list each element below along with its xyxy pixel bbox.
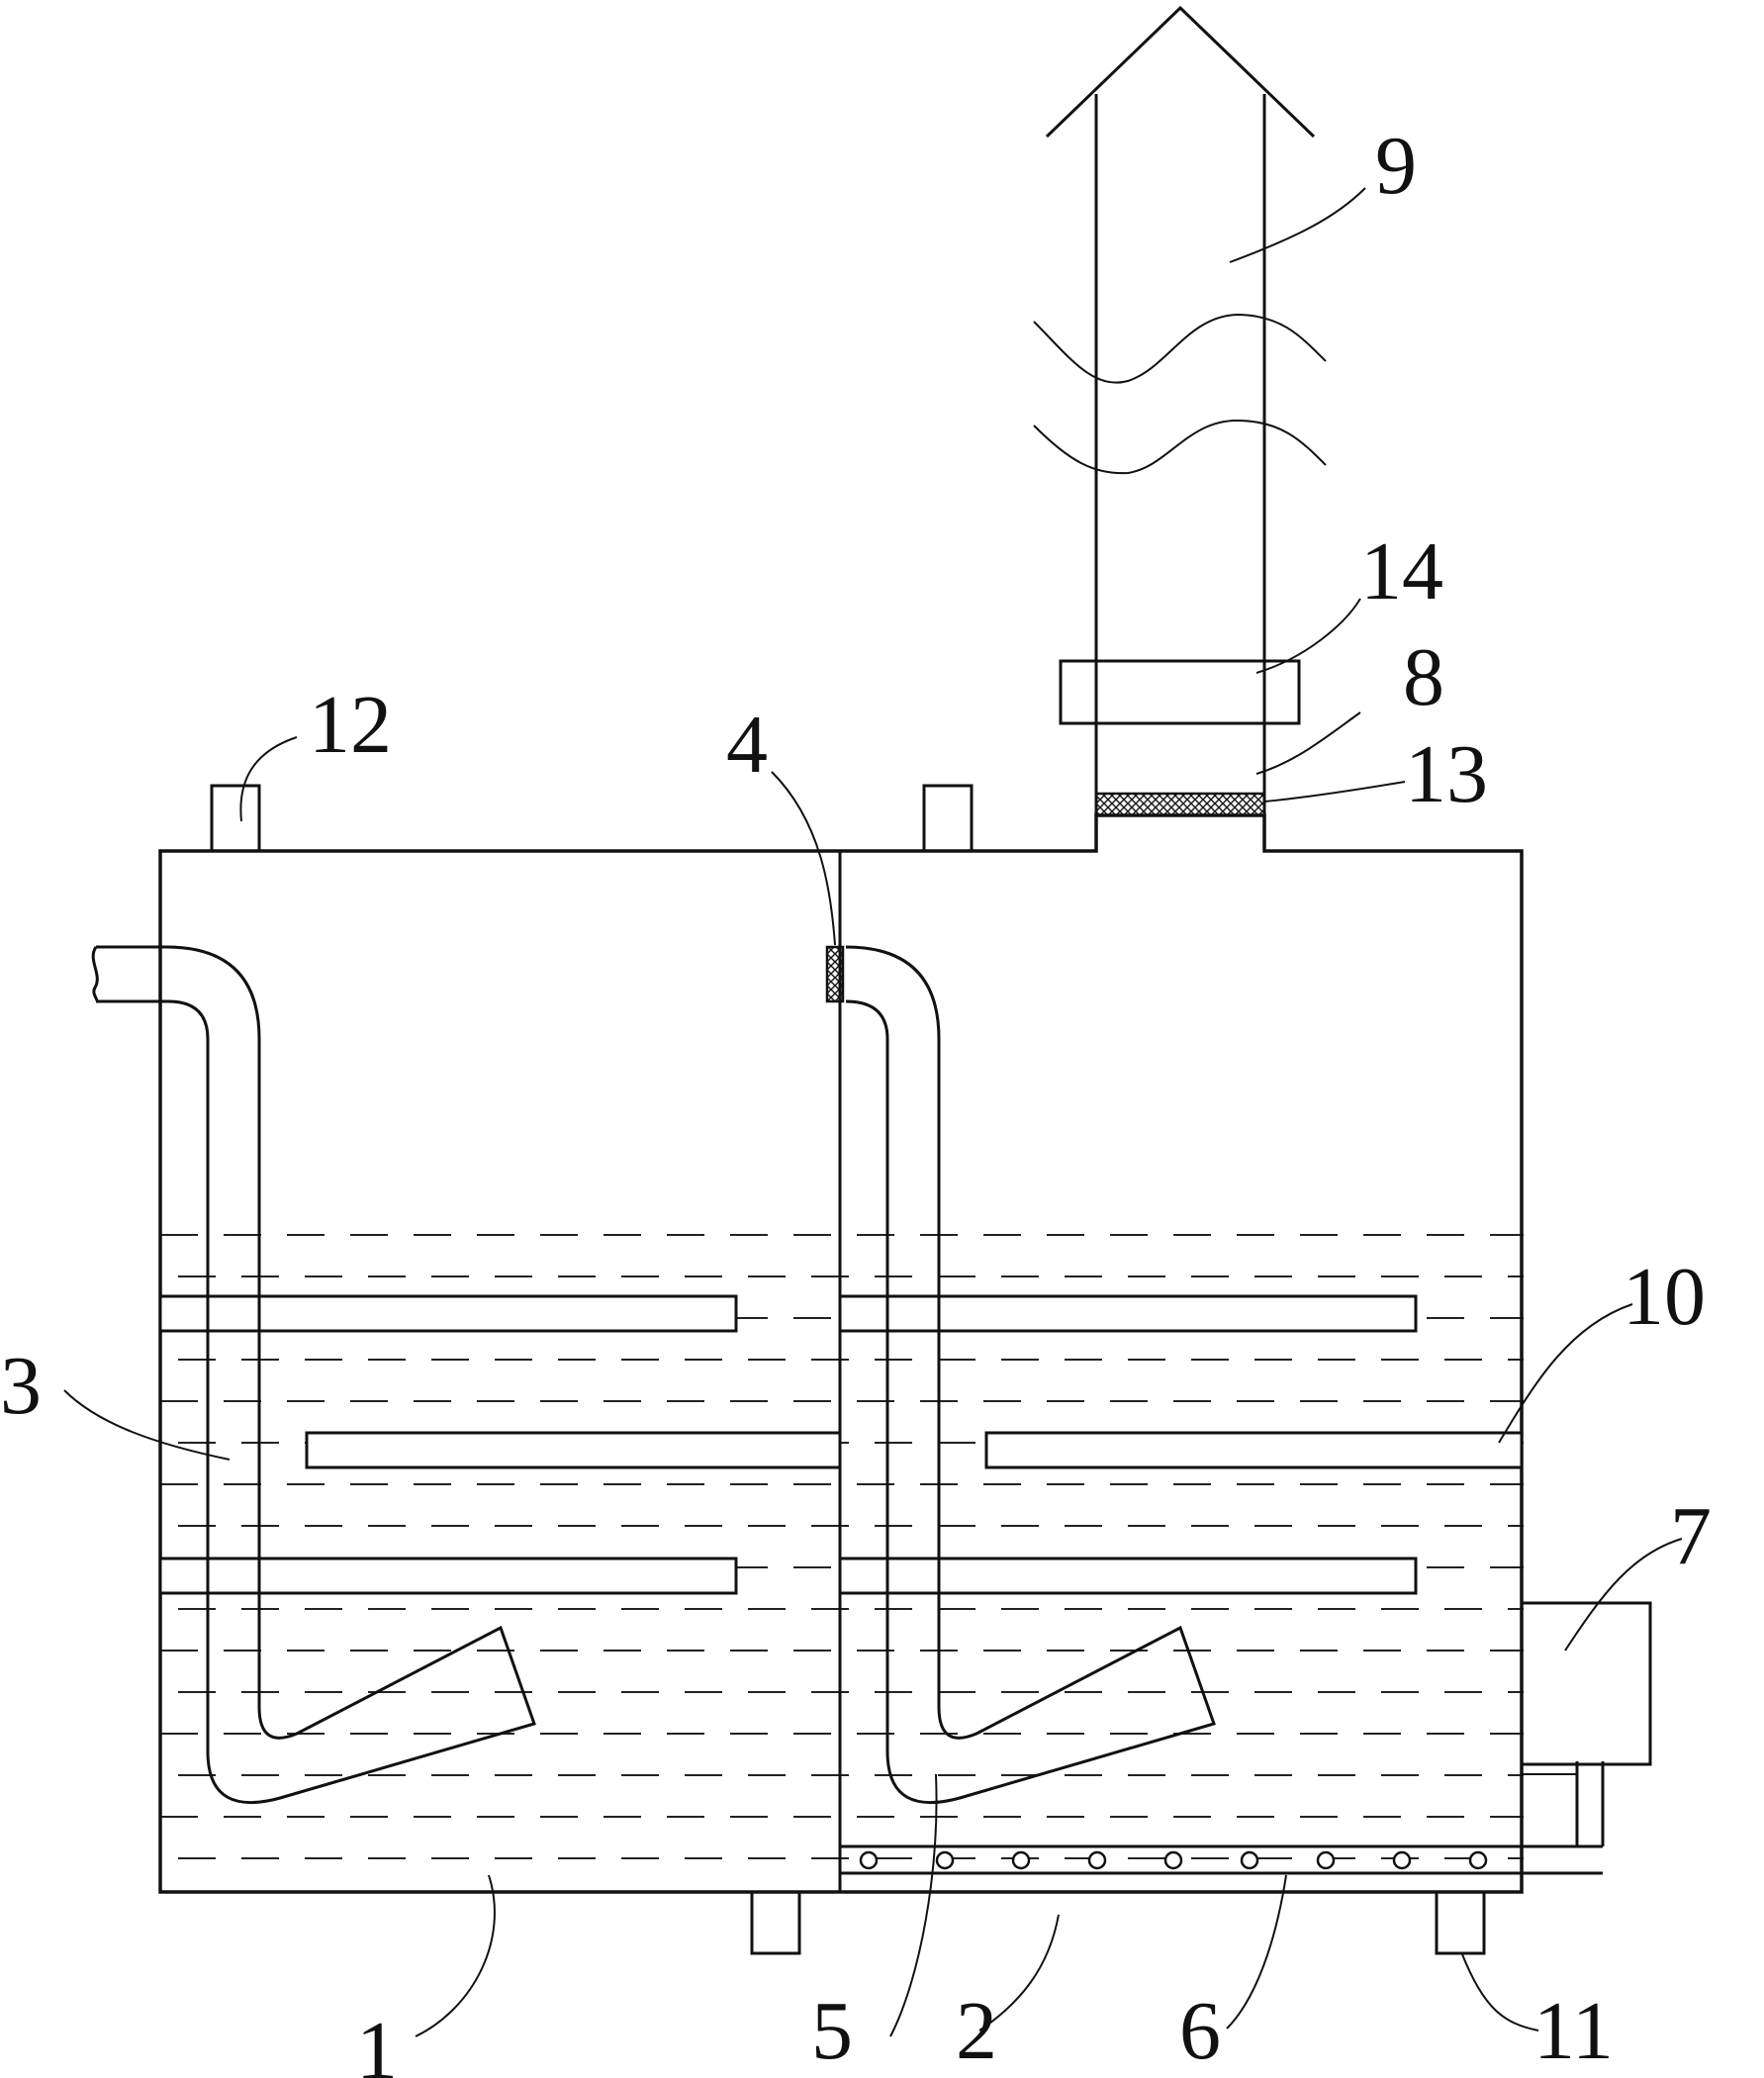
label-1: 1: [356, 2005, 398, 2078]
label-9: 9: [1375, 120, 1417, 212]
transfer-pipe-tank-2: [825, 945, 1216, 1805]
aeration-pipe: [840, 1761, 1605, 1875]
label-14: 14: [1360, 525, 1443, 617]
label-13: 13: [1405, 728, 1488, 820]
callout-labels: 1 2 3 4 5 6 7 8 9 10 11 12 13 14: [0, 120, 1712, 2078]
air-pump: [1520, 1601, 1652, 1766]
label-12: 12: [309, 679, 392, 771]
label-5: 5: [811, 1985, 853, 2077]
drain-nozzle-right: [1435, 1890, 1486, 1955]
label-2: 2: [956, 1985, 997, 2077]
vent-nozzle-left: [210, 784, 261, 853]
tank-outline: [158, 813, 1524, 1894]
chimney-flange: [1059, 659, 1301, 725]
drain-nozzle-left: [750, 1890, 801, 1955]
label-4: 4: [726, 699, 768, 791]
label-10: 10: [1623, 1251, 1706, 1343]
label-11: 11: [1533, 1985, 1614, 2077]
baffles-tank-2: [838, 1294, 1524, 1595]
label-7: 7: [1670, 1490, 1712, 1582]
filter-mesh: [1094, 792, 1266, 817]
label-3: 3: [0, 1340, 42, 1432]
inlet-pipe-tank-1: [91, 945, 536, 1805]
baffles-tank-1: [158, 1294, 842, 1595]
label-6: 6: [1179, 1985, 1221, 2077]
leader-lines: [63, 187, 1683, 2037]
exhaust-chimney: [1033, 5, 1327, 815]
label-8: 8: [1403, 631, 1444, 723]
vent-nozzle-right: [922, 784, 974, 853]
